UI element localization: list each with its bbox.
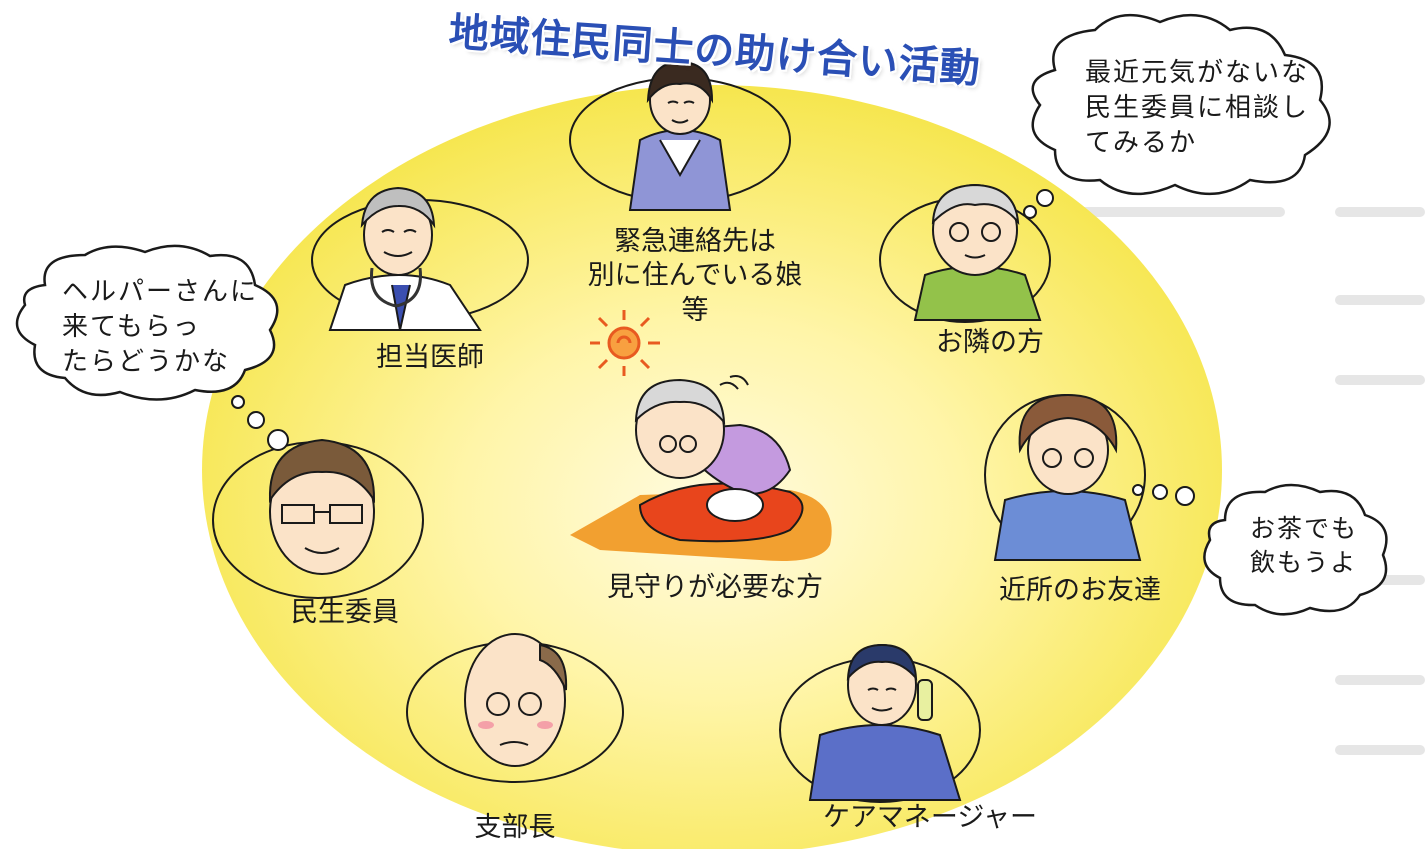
welfare-commissioner-figure [212,395,424,599]
center-person-label: 見守りが必要な方 [607,572,823,603]
emergency-contact-label: 緊急連絡先は 別に住んでいる娘 等 [565,225,825,328]
care-manager-label: ケアマネージャー [822,802,1038,833]
emergency-contact-line1: 緊急連絡先は [614,226,776,257]
emergency-contact-line3: 等 [681,294,709,326]
watched-person-figure [570,375,832,561]
neighbor-label: お隣の方 [936,327,1044,358]
neighbor-figure [879,183,1054,323]
friend-thought-line1: お茶でも [1250,514,1359,543]
friend-thought-line2: 飲もうよ [1250,547,1358,577]
care-manager-figure [779,643,981,803]
cat-icon [706,488,764,522]
branch-chief-label: 支部長 [474,812,556,843]
emergency-contact-line2: 別に住んでいる娘 [587,260,803,292]
neighbor-thought-line3: てみるか [1085,128,1198,159]
commissioner-thought-text: ヘルパーさんに 来てもらっ たらどうかな [62,275,258,380]
welfare-commissioner-label: 民生委員 [291,597,399,628]
emergency-contact-figure [569,60,791,211]
branch-chief-figure [406,633,624,783]
commissioner-thought-line3: たらどうかな [62,347,231,378]
friend-thought-text: お茶でも 飲もうよ [1250,512,1358,580]
neighbor-thought-line1: 最近元気がないな [1085,58,1310,88]
sun-icon [590,310,660,376]
doctor-figure [311,186,529,331]
neighbor-thought-line2: 民生委員に相談し [1085,93,1310,124]
thought-bubble-neighbor [1031,13,1331,196]
thought-bubble-commissioner [15,244,279,401]
thought-bubble-friend [1203,483,1388,616]
neighbor-thought-text: 最近元気がないな 民生委員に相談し てみるか [1085,56,1309,161]
commissioner-thought-line2: 来てもらっ [62,312,201,343]
friend-label: 近所のお友達 [999,575,1161,606]
commissioner-thought-line1: ヘルパーさんに [62,277,259,307]
doctor-label: 担当医師 [376,342,484,373]
friend-figure [984,393,1195,561]
